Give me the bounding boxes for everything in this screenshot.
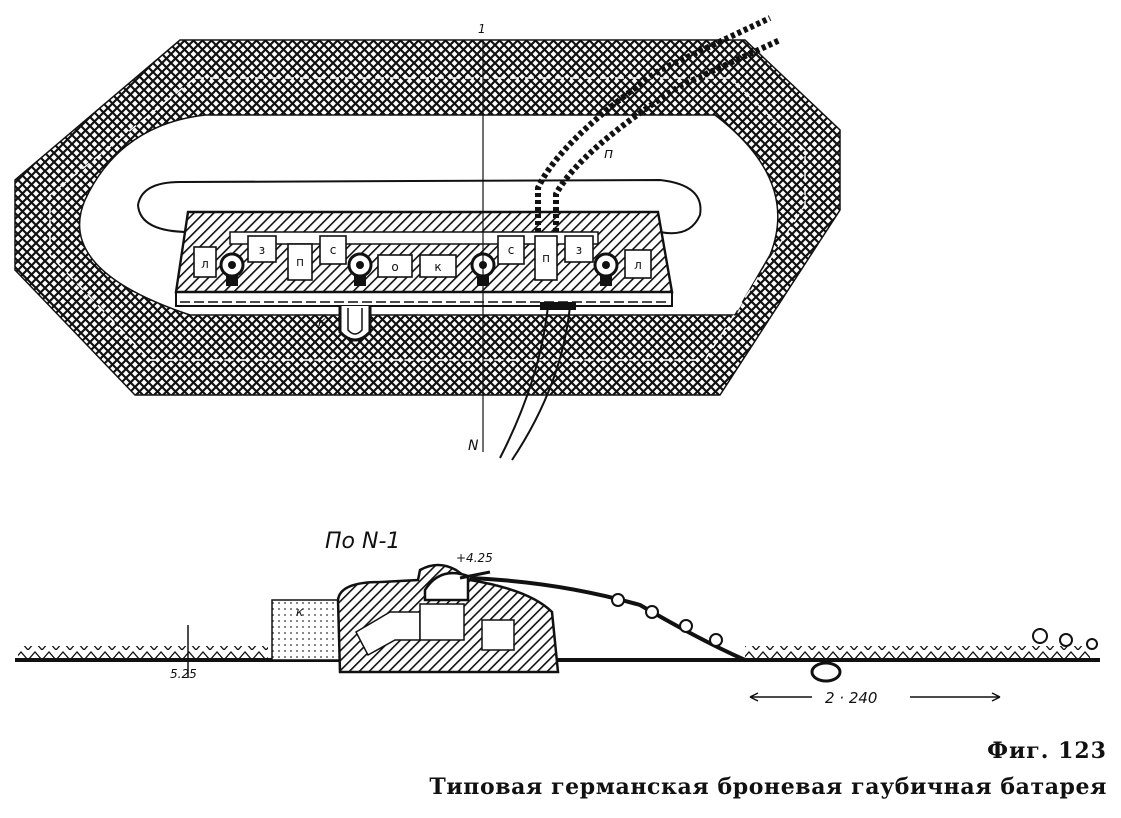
room-9: [564, 235, 594, 263]
room-3: [287, 243, 313, 281]
room-label-7: с: [508, 243, 515, 257]
plan-view: л з п с о к с п з л к п 1: [14, 15, 841, 461]
section-mark-bottom: N: [468, 438, 479, 454]
room-label-5: о: [391, 260, 398, 274]
room-5: [377, 254, 413, 278]
room-10: [624, 249, 652, 279]
rooms: [193, 235, 652, 281]
section-shelter: [271, 599, 343, 661]
casemate-rear-wall: [175, 292, 673, 307]
room-label-4: с: [330, 243, 337, 257]
section-mark-top: 1: [478, 22, 486, 36]
room-6: [419, 254, 457, 278]
turret-4: [593, 252, 619, 286]
elevation-label: +4.25: [456, 551, 493, 565]
figure-number: Фиг. 123: [987, 738, 1107, 764]
room-1: [193, 246, 217, 278]
wire-right: [745, 646, 1090, 660]
room-labels: л з п с о к с п з л: [201, 243, 642, 274]
wire-left: [18, 646, 268, 660]
room-label-2: з: [259, 243, 265, 257]
section-shelter-label: к: [296, 605, 304, 619]
room-label-6: к: [434, 260, 441, 274]
figure-title: Типовая германская броневая гаубичная ба…: [429, 774, 1107, 800]
room-label-3: п: [296, 255, 304, 269]
dimension-arrow: [749, 692, 1001, 702]
obstacles: [611, 593, 1098, 650]
section-cupola: [423, 571, 470, 602]
room-2: [247, 235, 277, 263]
rear-shelter: [338, 306, 372, 342]
buried-shelter: [810, 661, 842, 683]
section-view: По N-1 5.25 к +4.25: [15, 529, 1100, 707]
room-label-1: л: [201, 257, 209, 271]
communication-trench: [535, 15, 772, 232]
rampart-contour: [49, 77, 806, 361]
shelter-label: к: [318, 315, 326, 330]
section-title: По N-1: [325, 529, 400, 554]
turret-1: [219, 252, 245, 286]
room-7: [497, 235, 525, 265]
room-4: [319, 235, 347, 265]
room-8: [534, 235, 558, 281]
distance-label: 2 · 240: [825, 689, 877, 707]
left-mark: 5.25: [170, 667, 197, 681]
passage-label: п: [604, 146, 613, 162]
room-label-8: п: [542, 251, 550, 265]
approach-trench: [499, 305, 571, 461]
room-label-10: л: [634, 258, 642, 272]
room-label-9: з: [576, 243, 582, 257]
turret-2: [347, 252, 373, 286]
rampart-ring: [14, 39, 841, 396]
